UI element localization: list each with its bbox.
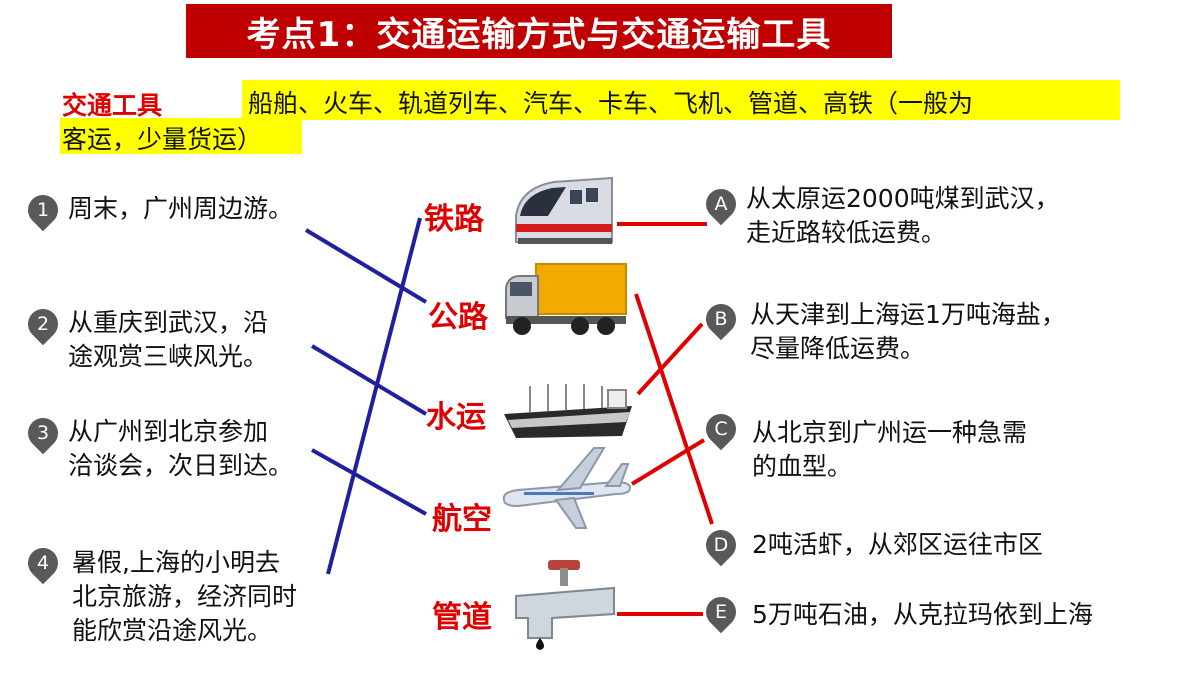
answer-e-line1: 5万吨石油，从克拉玛依到上海 (752, 600, 1093, 629)
answer-e: 5万吨石油，从克拉玛依到上海 (752, 598, 1093, 632)
mode-pipeline: 管道 (432, 600, 492, 635)
link-water-b (636, 322, 704, 396)
question-2-line1: 从重庆到武汉，沿 (68, 308, 269, 337)
question-3-line2: 洽谈会，次日到达。 (68, 451, 294, 480)
train-icon (515, 176, 613, 244)
answer-marker-a: A (699, 182, 743, 226)
answer-marker-e: E (699, 590, 743, 634)
answer-c: 从北京到广州运一种急需 的血型。 (752, 416, 1027, 484)
answer-b-line1: 从天津到上海运1万吨海盐， (750, 300, 1066, 329)
question-marker-4: 4 (21, 541, 65, 585)
question-1-line1: 周末，广州周边游。 (68, 194, 294, 223)
mode-road: 公路 (428, 300, 488, 335)
pipeline-icon (515, 560, 615, 650)
answer-b: 从天津到上海运1万吨海盐， 尽量降低运费。 (750, 298, 1066, 366)
question-marker-2: 2 (21, 302, 65, 346)
tools-list-line2: 客运，少量货运） (62, 125, 263, 154)
link-q2-water (310, 344, 428, 416)
question-4-line3: 能欣赏沿途风光。 (72, 616, 273, 645)
answer-c-line1: 从北京到广州运一种急需 (752, 418, 1028, 447)
mode-air: 航空 (432, 502, 492, 537)
question-1: 周末，广州周边游。 (68, 192, 293, 226)
answer-d-line1: 2吨活虾，从郊区运往市区 (752, 530, 1043, 559)
tools-list-line1: 船舶、火车、轨道列车、汽车、卡车、飞机、管道、高铁（一般为 (248, 89, 974, 118)
question-marker-1: 1 (21, 188, 65, 232)
mode-rail: 铁路 (424, 202, 484, 237)
highlight-band-1 (242, 80, 1120, 120)
question-4-line1: 暑假,上海的小明去 (72, 548, 280, 577)
answer-a-line1: 从太原运2000吨煤到武汉， (746, 184, 1060, 213)
page-title: 考点1：交通运输方式与交通运输工具 (186, 4, 892, 58)
answer-marker-d: D (699, 523, 743, 567)
link-q1-road (304, 228, 428, 304)
answer-a: 从太原运2000吨煤到武汉， 走近路较低运费。 (746, 182, 1060, 250)
answer-marker-b: B (699, 297, 743, 341)
mode-water: 水运 (426, 400, 486, 435)
answer-b-line2: 尽量降低运费。 (750, 334, 926, 363)
question-marker-3: 3 (21, 411, 65, 455)
airplane-icon (502, 447, 632, 529)
answer-d: 2吨活虾，从郊区运往市区 (752, 528, 1043, 562)
question-3-line1: 从广州到北京参加 (68, 417, 269, 446)
truck-icon (505, 263, 627, 335)
answer-a-line2: 走近路较低运费。 (746, 218, 947, 247)
question-2-line2: 途观赏三峡风光。 (68, 342, 269, 371)
question-4-line2: 北京旅游，经济同时 (72, 582, 298, 611)
tools-label: 交通工具 (62, 91, 163, 120)
link-q4-rail (326, 217, 422, 575)
link-road-d (634, 293, 714, 525)
link-air-c (630, 438, 706, 486)
link-q3-air (311, 448, 427, 516)
ship-icon (504, 384, 632, 438)
question-2: 从重庆到武汉，沿 途观赏三峡风光。 (68, 306, 268, 374)
question-4: 暑假,上海的小明去 北京旅游，经济同时 能欣赏沿途风光。 (72, 546, 297, 648)
answer-marker-c: C (699, 407, 743, 451)
highlight-band-2 (60, 118, 302, 154)
answer-c-line2: 的血型。 (752, 452, 853, 481)
question-3: 从广州到北京参加 洽谈会，次日到达。 (68, 415, 293, 483)
